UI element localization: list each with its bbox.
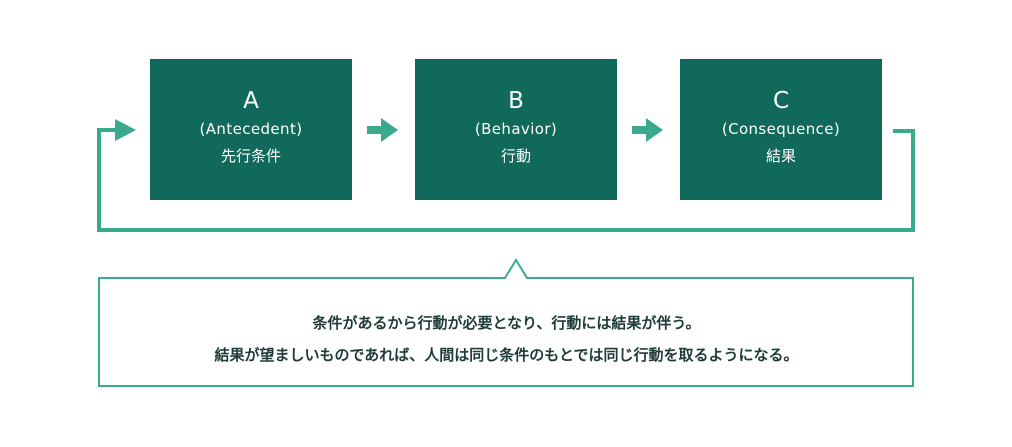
- antecedent-box: A (Antecedent) 先行条件: [150, 59, 352, 200]
- antecedent-term: (Antecedent): [199, 120, 303, 138]
- arrow-a-to-b-icon: [367, 118, 398, 142]
- behavior-jp-label: 行動: [500, 147, 531, 165]
- antecedent-jp-label: 先行条件: [220, 147, 281, 165]
- callout-line-2: 結果が望ましいものであれば、人間は同じ条件のもとでは同じ行動を取るようになる。: [214, 346, 799, 364]
- behavior-letter: B: [508, 88, 524, 114]
- feedback-arrowhead-icon: [115, 119, 136, 141]
- consequence-term: (Consequence): [721, 120, 841, 138]
- callout-text: 条件があるから行動が必要となり、行動には結果が伴う。 結果が望ましいものであれば…: [99, 307, 914, 371]
- callout-line-1: 条件があるから行動が必要となり、行動には結果が伴う。: [312, 314, 701, 332]
- consequence-jp-label: 結果: [765, 147, 796, 165]
- antecedent-letter: A: [243, 88, 259, 114]
- behavior-term: (Behavior): [474, 120, 558, 138]
- callout-box: [98, 258, 914, 387]
- feedback-loop-line: [97, 128, 915, 232]
- consequence-letter: C: [772, 88, 790, 114]
- arrow-b-to-c-icon: [632, 118, 663, 142]
- consequence-box: C (Consequence) 結果: [680, 59, 882, 200]
- behavior-box: B (Behavior) 行動: [415, 59, 617, 200]
